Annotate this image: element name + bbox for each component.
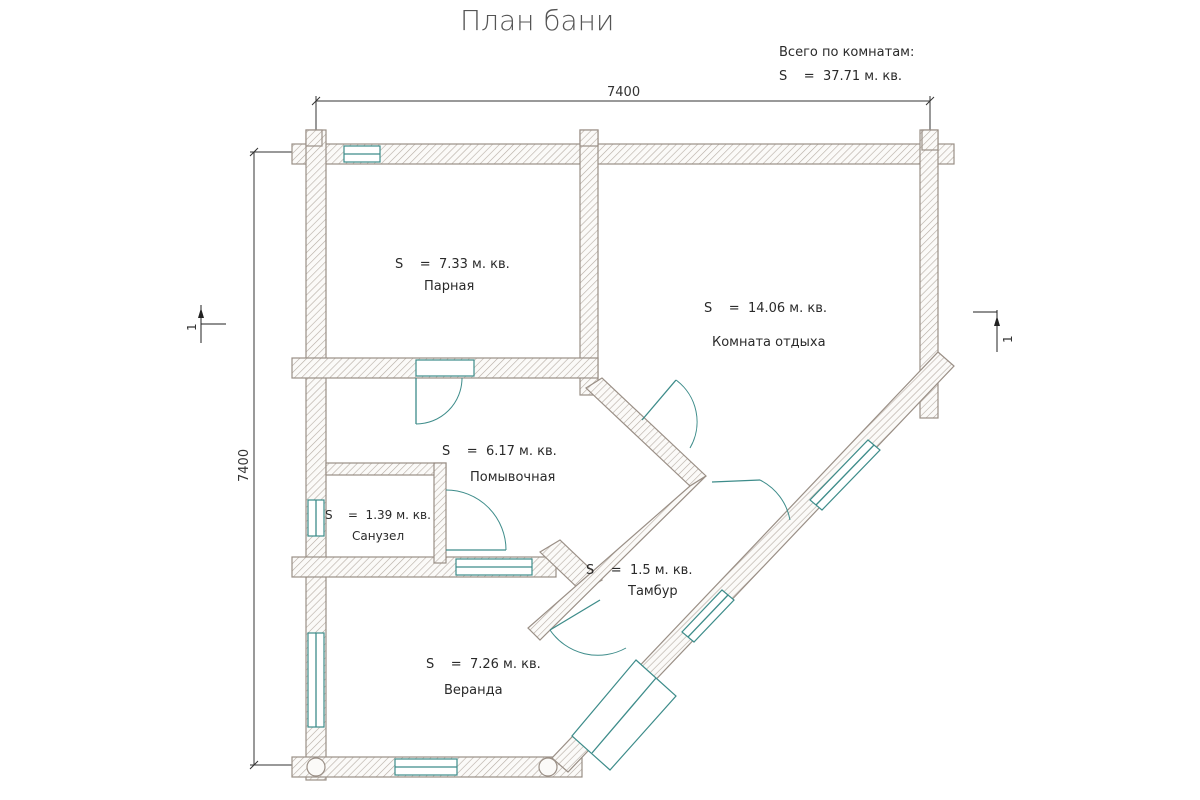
doors [415,359,791,771]
section-mark-right: 1 [973,310,1015,352]
room-name: Тамбур [627,584,678,599]
room-area: S = 14.06 м. кв. [704,301,827,316]
height-dimension-label: 7400 [237,449,252,482]
post-marker-left [306,757,326,777]
room-area: S = 1.5 м. кв. [586,563,692,578]
room-name: Санузел [352,529,404,543]
room-area: S = 7.33 м. кв. [395,257,510,272]
post-marker-right [538,757,558,777]
width-dimension: 7400 [311,85,935,130]
plan-title: План бани [460,4,614,37]
section-mark-left-label: 1 [185,323,199,331]
windows [307,145,881,776]
room-veranda: S = 7.26 м. кв. Веранда [426,657,541,698]
room-area: S = 1.39 м. кв. [325,508,431,522]
section-mark-left: 1 [185,305,226,343]
room-tambur: S = 1.5 м. кв. Тамбур [586,563,692,599]
section-mark-right-label: 1 [1001,335,1015,343]
room-komnata-otdykha: S = 14.06 м. кв. Комната отдыха [704,301,827,350]
walls [291,129,955,781]
room-name: Помывочная [470,470,555,485]
room-name: Парная [424,279,474,294]
room-pomyvochnaya: S = 6.17 м. кв. Помывочная [442,444,557,485]
total-label: Всего по комнатам: [779,45,914,60]
room-sanuzel: S = 1.39 м. кв. Санузел [325,508,431,543]
width-dimension-label: 7400 [607,85,640,100]
height-dimension: 7400 [237,147,300,770]
room-name: Веранда [444,683,503,698]
room-parnaya: S = 7.33 м. кв. Парная [395,257,510,294]
room-area: S = 7.26 м. кв. [426,657,541,672]
room-name: Комната отдыха [712,335,826,350]
total-value: S = 37.71 м. кв. [779,69,902,84]
room-area: S = 6.17 м. кв. [442,444,557,459]
